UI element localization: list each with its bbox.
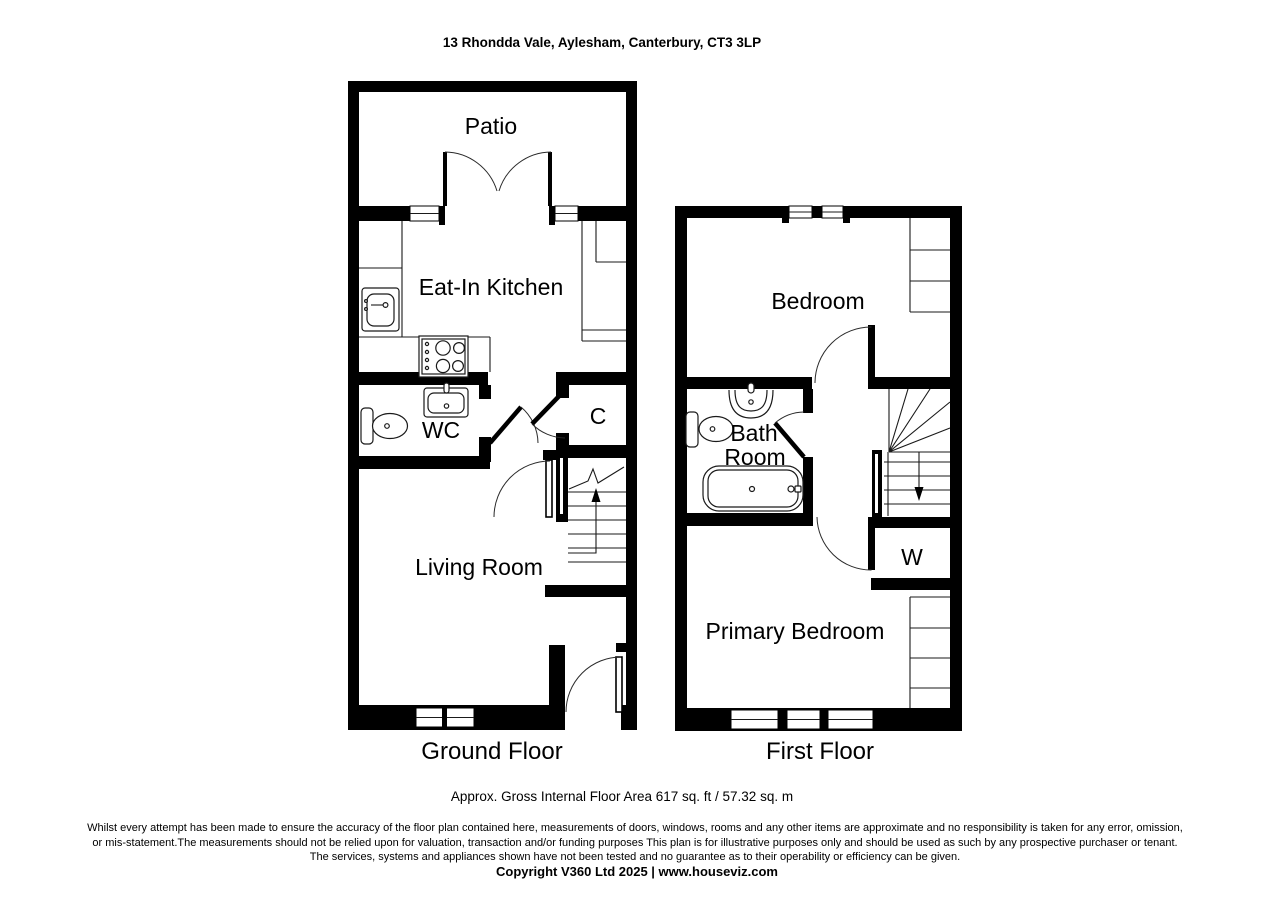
living-room-door <box>493 459 553 518</box>
room-label-wardrobe: W <box>901 544 923 570</box>
bathroom-door <box>773 411 806 459</box>
bathroom-toilet-icon <box>685 411 734 448</box>
wc-door <box>488 405 539 445</box>
disclaimer-line-3: The services, systems and appliances sho… <box>310 851 960 863</box>
patio-french-doors <box>439 151 555 225</box>
room-label-bedroom: Bedroom <box>771 288 864 314</box>
room-label-bathroom-line1: Bath <box>730 420 777 446</box>
sink-icon <box>361 287 400 332</box>
living-room-window <box>415 707 475 728</box>
primary-wardrobe <box>909 596 950 708</box>
page-title: 13 Rhondda Vale, Aylesham, Canterbury, C… <box>443 35 761 50</box>
room-label-wc: WC <box>422 417 460 443</box>
first-floor-label: First Floor <box>766 738 874 765</box>
room-label-kitchen: Eat-In Kitchen <box>419 274 563 300</box>
hob-icon <box>418 335 469 378</box>
room-label-patio: Patio <box>465 113 517 139</box>
room-label-living-room: Living Room <box>415 554 543 580</box>
room-label-cupboard: C <box>590 403 607 429</box>
room-label-primary-bedroom: Primary Bedroom <box>706 618 885 644</box>
primary-bedroom-window <box>730 708 874 731</box>
up-arrow-icon <box>591 488 601 502</box>
bathtub-icon <box>702 465 804 512</box>
ground-floor-plan: Patio Eat-In Kitchen WC C Living Room Gr… <box>348 81 637 765</box>
basin-icon <box>728 382 774 419</box>
wc-basin-icon <box>423 382 469 418</box>
primary-bedroom-door <box>816 516 872 571</box>
kitchen-counter-lines <box>359 221 626 372</box>
front-door <box>565 656 623 730</box>
disclaimer-line-1: Whilst every attempt has been made to en… <box>87 822 1183 834</box>
bedroom-window <box>782 205 850 223</box>
toilet-icon <box>360 407 409 445</box>
kitchen-window-left <box>409 205 440 222</box>
room-label-bathroom-line2: Room <box>724 444 785 470</box>
first-floor-plan: Bedroom Bath Room W Primary Bedroom Firs… <box>675 205 962 765</box>
cupboard-door <box>530 388 567 439</box>
kitchen-window-right <box>554 205 579 222</box>
stairs-down <box>884 388 951 516</box>
floor-area-text: Approx. Gross Internal Floor Area 617 sq… <box>451 789 793 804</box>
copyright-text: Copyright V360 Ltd 2025 | www.houseviz.c… <box>496 864 778 879</box>
bedroom-door <box>814 326 872 384</box>
disclaimer-line-2: or mis-statement.The measurements should… <box>92 837 1177 849</box>
ground-floor-label: Ground Floor <box>421 738 562 765</box>
stairs-up <box>568 466 626 563</box>
bedroom-wardrobe <box>909 218 950 313</box>
down-arrow-icon <box>914 487 924 501</box>
